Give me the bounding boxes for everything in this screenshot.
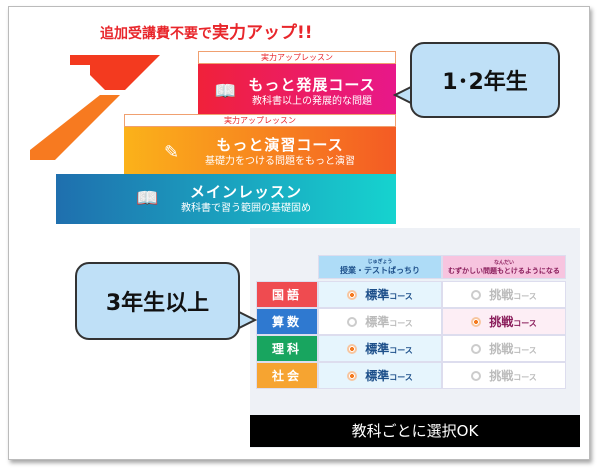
subject-1: 算数 <box>256 308 318 335</box>
radio-button[interactable] <box>471 316 482 327</box>
practice-course-tier[interactable]: ✎ もっと演習コース基礎力をつける問題をもっと演習 <box>124 122 396 174</box>
radio-button[interactable] <box>347 316 358 327</box>
tier-tag: 実力アップレッスン <box>198 51 396 64</box>
course-option-standard[interactable]: 標準コース <box>318 281 442 308</box>
header-standard: じゅぎょう授業・テストばっちり <box>318 255 442 279</box>
subject-0: 国語 <box>256 281 318 308</box>
radio-button[interactable] <box>347 289 358 300</box>
lesson-tiers-panel: 追加受講費不要で実力アップ!! 📖 もっと発展コース教科書以上の発展的な問題 実… <box>30 15 396 228</box>
course-option-challenge[interactable]: 挑戦コース <box>442 362 566 389</box>
radio-button[interactable] <box>471 343 482 354</box>
header-challenge: なんだいむずかしい問題もとけるようになる <box>442 255 566 279</box>
rising-arrow-icon <box>30 55 160 160</box>
course-option-standard[interactable]: 標準コース <box>318 308 442 335</box>
radio-button[interactable] <box>471 370 482 381</box>
course-option-challenge[interactable]: 挑戦コース <box>442 308 566 335</box>
subject-2: 理科 <box>256 335 318 362</box>
caption: 教科ごとに選択OK <box>250 415 580 447</box>
course-option-standard[interactable]: 標準コース <box>318 362 442 389</box>
tier-title: もっと演習コース <box>216 136 344 154</box>
main-lesson-tier[interactable]: 📖 メインレッスン教科書で習う範囲の基礎固め <box>56 174 396 224</box>
course-option-challenge[interactable]: 挑戦コース <box>442 335 566 362</box>
book-icon: 📖 <box>136 188 159 209</box>
reading-person-icon: 📖 <box>214 81 237 102</box>
advanced-course-tier[interactable]: 📖 もっと発展コース教科書以上の発展的な問題 <box>198 59 396 116</box>
headline: 追加受講費不要で実力アップ!! <box>100 23 313 43</box>
radio-button[interactable] <box>347 343 358 354</box>
radio-button[interactable] <box>471 289 482 300</box>
tier-subtitle: 基礎力をつける問題をもっと演習 <box>205 156 355 167</box>
tier-title: メインレッスン <box>189 183 302 201</box>
subject-3: 社会 <box>256 362 318 389</box>
course-option-challenge[interactable]: 挑戦コース <box>442 281 566 308</box>
pencil-icon: ✎ <box>164 142 180 163</box>
tier-subtitle: 教科書で習う範囲の基礎固め <box>181 203 311 214</box>
callout-pointer <box>393 85 412 105</box>
callout-pointer <box>238 310 257 330</box>
radio-button[interactable] <box>347 370 358 381</box>
course-selection-panel: じゅぎょう授業・テストばっちり なんだいむずかしい問題もとけるようになる 国語標… <box>250 228 580 448</box>
tier-subtitle: 教科書以上の発展的な問題 <box>252 96 372 107</box>
tier-tag: 実力アップレッスン <box>124 114 396 127</box>
course-option-standard[interactable]: 標準コース <box>318 335 442 362</box>
callout-grades-1-2: 1･2年生 <box>410 42 560 118</box>
callout-grade-3-plus: 3年生以上 <box>75 262 240 340</box>
tier-title: もっと発展コース <box>248 76 376 94</box>
